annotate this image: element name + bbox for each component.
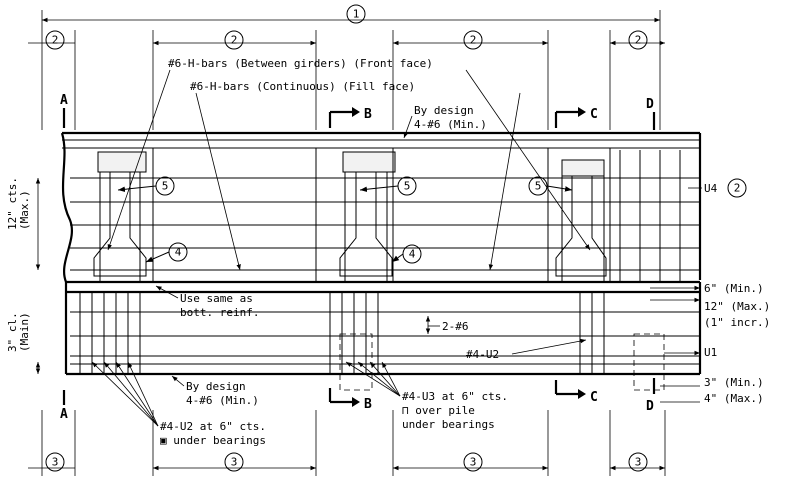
callout-5-a: 5 [117, 176, 175, 196]
svg-text:A: A [60, 407, 68, 422]
dimension-tag-3-left: 3 [45, 452, 65, 472]
svg-text:By design: By design [414, 104, 474, 117]
dimension-tag-3-right: 3 [628, 452, 648, 472]
dimension-tag-3-mid-left: 3 [224, 452, 244, 472]
svg-text:B: B [364, 107, 372, 122]
svg-text:(Main): (Main) [18, 312, 31, 352]
dimension-tag-2-right: 2 [628, 30, 648, 50]
section-mark-b: B B [328, 107, 372, 412]
svg-text:B: B [364, 397, 372, 412]
u4-label: U4 2 [688, 178, 747, 198]
svg-text:4: 4 [409, 248, 416, 261]
svg-text:5: 5 [162, 180, 169, 193]
dimension-tag-2-mid-left: 2 [224, 30, 244, 50]
svg-text:4" (Max.): 4" (Max.) [704, 392, 764, 405]
by-design-bottom-label: By design 4-#6 (Min.) [171, 375, 259, 407]
u3-label: #4-U3 at 6" cts. ⊓ over pile under beari… [345, 361, 508, 431]
h-bars-continuous-label: #6-H-bars (Continuous) (Fill face) [190, 80, 521, 271]
girder-seat-1 [93, 151, 147, 283]
svg-text:4-#6 (Min.): 4-#6 (Min.) [414, 118, 487, 131]
footing-stirrups [70, 292, 700, 374]
top-dimension-lines [28, 10, 665, 130]
svg-text:2: 2 [231, 34, 238, 47]
svg-text:2: 2 [52, 34, 59, 47]
svg-text:2: 2 [470, 34, 477, 47]
svg-text:2-#6: 2-#6 [442, 320, 469, 333]
svg-text:#6-H-bars (Between girders) (F: #6-H-bars (Between girders) (Front face) [168, 57, 433, 70]
three-cl-label: 3" cl. (Main) [6, 312, 41, 374]
svg-text:#4-U2 at 6" cts.: #4-U2 at 6" cts. [160, 420, 266, 433]
section-mark-c: C C [554, 107, 598, 405]
svg-text:3: 3 [635, 456, 642, 469]
svg-text:Use same as: Use same as [180, 292, 253, 305]
girder-seat-2 [339, 151, 396, 283]
svg-text:D: D [646, 97, 654, 112]
svg-text:4-#6 (Min.): 4-#6 (Min.) [186, 394, 259, 407]
callout-5-b: 5 [359, 176, 417, 196]
svg-text:4: 4 [175, 246, 182, 259]
svg-text:3" cl.: 3" cl. [6, 312, 19, 352]
right-cover-labels: 6" (Min.) 12" (Max.) (1" incr.) U1 3" (M… [650, 282, 770, 405]
callout-5-c: 5 [528, 176, 573, 196]
girder-seat-3 [555, 159, 607, 283]
svg-text:3: 3 [231, 456, 238, 469]
svg-text:#6-H-bars (Continuous) (Fill f: #6-H-bars (Continuous) (Fill face) [190, 80, 415, 93]
no4-u2-label: #4-U2 [466, 338, 587, 361]
svg-text:2: 2 [635, 34, 642, 47]
svg-text:3" (Min.): 3" (Min.) [704, 376, 764, 389]
svg-text:3: 3 [470, 456, 477, 469]
u2-label: #4-U2 at 6" cts. ▣ under bearings [91, 361, 266, 447]
svg-text:A: A [60, 93, 68, 108]
use-same-label: Use same as bott. reinf. [155, 285, 259, 319]
svg-text:(1" incr.): (1" incr.) [704, 316, 770, 329]
dimension-tag-3-mid-right: 3 [463, 452, 483, 472]
svg-text:12" cts.: 12" cts. [6, 177, 19, 230]
spacing-12-label: 12" cts. (Max.) [6, 177, 41, 270]
svg-text:C: C [590, 390, 598, 405]
cap-beam-outline [60, 131, 702, 376]
svg-text:12" (Max.): 12" (Max.) [704, 300, 770, 313]
svg-text:U1: U1 [704, 346, 717, 359]
svg-text:U4: U4 [704, 182, 718, 195]
h-bars-between-label: #6-H-bars (Between girders) (Front face) [107, 57, 591, 251]
svg-text:5: 5 [404, 180, 411, 193]
section-mark-d: D D [646, 97, 656, 414]
svg-text:bott. reinf.: bott. reinf. [180, 306, 259, 319]
h-bars [70, 177, 700, 271]
svg-text:6" (Min.): 6" (Min.) [704, 282, 764, 295]
svg-text:2: 2 [734, 182, 741, 195]
svg-text:3: 3 [52, 456, 59, 469]
svg-text:under bearings: under bearings [402, 418, 495, 431]
svg-text:#4-U3 at 6" cts.: #4-U3 at 6" cts. [402, 390, 508, 403]
svg-text:#4-U2: #4-U2 [466, 348, 499, 361]
svg-text:By design: By design [186, 380, 246, 393]
callout-4-b: 4 [391, 244, 422, 264]
svg-text:▣ under bearings: ▣ under bearings [160, 434, 266, 447]
bottom-dimension-lines [28, 410, 666, 476]
svg-text:C: C [590, 107, 598, 122]
dimension-tag-1: 1 [346, 4, 366, 24]
svg-text:⊓ over pile: ⊓ over pile [402, 404, 475, 417]
pile-outlines [339, 333, 665, 391]
dimension-tag-2-mid-right: 2 [463, 30, 483, 50]
by-design-top-label: By design 4-#6 (Min.) [403, 104, 487, 139]
section-mark-a: A A [60, 93, 68, 422]
svg-text:5: 5 [535, 180, 542, 193]
svg-text:(Max.): (Max.) [18, 190, 31, 230]
svg-text:1: 1 [353, 8, 360, 21]
dimension-tag-2-left: 2 [45, 30, 65, 50]
svg-text:D: D [646, 399, 654, 414]
callout-4-a: 4 [145, 242, 188, 263]
two-no6-label: 2-#6 [425, 316, 469, 334]
